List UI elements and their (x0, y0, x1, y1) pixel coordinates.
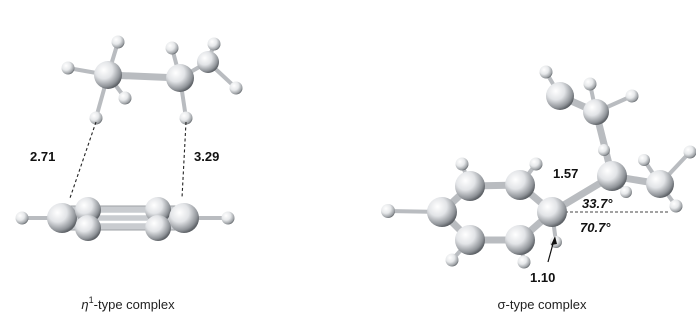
hydrogen-atom (455, 157, 469, 171)
sigma-atoms (381, 65, 696, 269)
hydrogen-atom (15, 211, 29, 225)
hydrogen-atom (583, 77, 597, 91)
hydrogen-atom (683, 145, 696, 159)
hydrogen-atom (229, 81, 243, 95)
caption-eta1-suffix: -type complex (94, 297, 175, 312)
carbon-atom (145, 215, 171, 241)
carbon-atom (75, 215, 101, 241)
ch-bond-arrowhead (551, 236, 557, 245)
caption-eta1: η1-type complex (81, 295, 175, 312)
hydrogen-atom (620, 186, 632, 198)
angle-lower-label: 70.7° (580, 220, 611, 235)
distance-label-left: 2.71 (30, 149, 55, 164)
hydrogen-atom (207, 37, 221, 51)
carbon-atom (166, 64, 194, 92)
carbon-atom (505, 170, 535, 200)
caption-eta1-superscript: 1 (89, 295, 94, 305)
carbon-atom (583, 99, 609, 125)
hydrogen-atom (625, 89, 639, 103)
carbon-atom (646, 170, 674, 198)
sigma-complex: 1.57 33.7° 70.7° 1.10 σ-type complex (381, 65, 696, 312)
hydrogen-atom (669, 199, 683, 213)
carbon-atom (455, 171, 485, 201)
hydrogen-atom (517, 255, 531, 269)
hydrogen-atom (179, 111, 193, 125)
carbon-atom (546, 82, 574, 110)
hydrogen-atom (165, 41, 179, 55)
hydrogen-atom (529, 157, 543, 171)
carbon-atom (505, 225, 535, 255)
carbon-atom (47, 203, 77, 233)
hydrogen-atom (111, 35, 125, 49)
bond-length-ch-label: 1.10 (530, 270, 555, 285)
hydrogen-atom (381, 204, 395, 218)
carbon-atom (597, 161, 627, 191)
caption-eta1-symbol: η (81, 297, 88, 312)
interaction-line-left (69, 121, 97, 199)
carbon-atom (537, 197, 567, 227)
benzene-edge-on (15, 197, 235, 241)
carbon-atom (169, 203, 199, 233)
bond-length-cc-label: 1.57 (553, 166, 578, 181)
hydrogen-atom (539, 65, 553, 79)
carbon-atom (197, 51, 219, 73)
hydrogen-atom (221, 211, 235, 225)
hydrogen-atom (638, 154, 650, 166)
hydrogen-atom (61, 61, 75, 75)
caption-sigma: σ-type complex (498, 297, 587, 312)
carbon-atom (427, 197, 457, 227)
hydrogen-atom (445, 253, 459, 267)
interaction-line-right (181, 121, 187, 199)
carbon-atom (145, 197, 171, 223)
hydrogen-atom (89, 111, 103, 125)
ethane-molecule (61, 35, 243, 125)
angle-upper-label: 33.7° (582, 196, 613, 211)
carbon-atom (94, 61, 122, 89)
hydrogen-atom (118, 91, 132, 105)
carbon-atom (455, 225, 485, 255)
distance-label-right: 3.29 (194, 149, 219, 164)
carbon-atom (75, 197, 101, 223)
eta1-complex: 2.71 3.29 η1-type complex (15, 35, 243, 312)
hydrogen-atom (598, 144, 610, 156)
